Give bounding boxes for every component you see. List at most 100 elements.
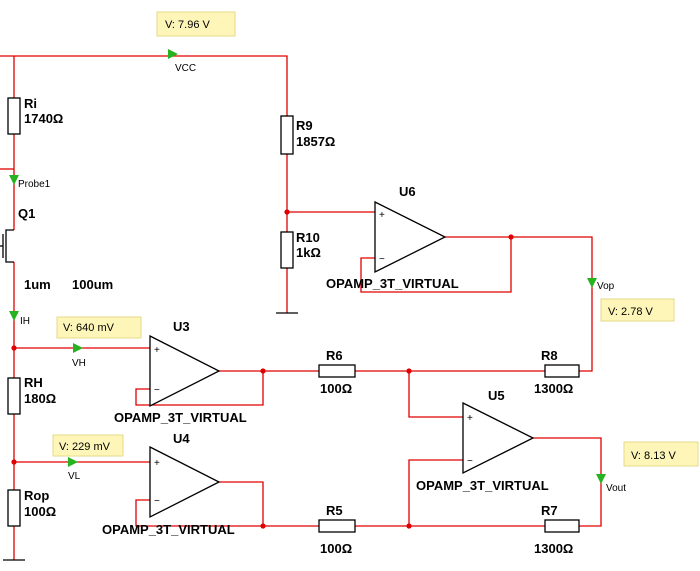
reading-vh: V: 640 mV xyxy=(56,316,142,339)
junction-dot xyxy=(11,459,17,465)
resistor-r10-body xyxy=(280,231,294,269)
reading-vout: V: 8.13 V xyxy=(623,441,699,467)
u4-output-wire xyxy=(219,481,319,527)
probe-probe1-label: Probe1 xyxy=(18,179,51,190)
resistor-r9[interactable]: R9 1857Ω xyxy=(280,115,335,155)
probe-arrow-icon xyxy=(587,278,597,288)
opamp-u5-name: U5 xyxy=(488,388,505,403)
junctions xyxy=(11,209,514,529)
resistor-r10-value: 1kΩ xyxy=(296,245,321,260)
junction-dot xyxy=(284,209,290,215)
probe-probe1[interactable]: Probe1 xyxy=(9,175,51,190)
probe-arrow-icon xyxy=(73,343,83,353)
ground-symbols xyxy=(3,312,298,561)
junction-dot xyxy=(260,368,266,374)
probe-vl-label: VL xyxy=(68,471,81,482)
junction-dot xyxy=(508,234,514,240)
resistor-rh-body xyxy=(7,377,21,415)
opamp-u6-minus-sign: − xyxy=(379,254,385,265)
resistor-r6[interactable]: R6 100Ω xyxy=(318,348,356,396)
resistor-rh[interactable]: RH 180Ω xyxy=(7,375,56,415)
probe-vh-label: VH xyxy=(72,358,86,369)
resistor-rop-name: Rop xyxy=(24,488,49,503)
reading-box xyxy=(156,11,236,37)
reading-box xyxy=(52,434,124,457)
probe-arrow-icon xyxy=(9,311,19,321)
opamp-u6-triangle-icon xyxy=(374,200,447,274)
reading-vcc-text: V: 7.96 V xyxy=(165,19,211,31)
opamp-u3-plus-sign: + xyxy=(154,345,160,356)
probe-vout[interactable]: Vout xyxy=(596,474,626,494)
opamp-u4[interactable]: + − U4 OPAMP_3T_VIRTUAL xyxy=(102,431,235,537)
resistor-r6-value: 100Ω xyxy=(320,381,352,396)
resistor-r9-name: R9 xyxy=(296,118,313,133)
vop-to-r8-wire xyxy=(579,282,593,372)
resistor-r8[interactable]: R8 1300Ω xyxy=(534,348,580,396)
q1-channel-icon xyxy=(5,229,14,263)
probe-ih-label: IH xyxy=(20,316,30,327)
u6-output-wire xyxy=(445,236,593,282)
opamp-u6[interactable]: + − U6 OPAMP_3T_VIRTUAL xyxy=(326,184,459,291)
reading-vop-text: V: 2.78 V xyxy=(608,306,654,318)
reading-vh-text: V: 640 mV xyxy=(63,322,115,334)
resistor-r5[interactable]: R5 100Ω xyxy=(318,503,356,556)
u6-feedback-wire xyxy=(360,237,512,293)
resistor-r8-body xyxy=(544,364,580,378)
resistor-r8-name: R8 xyxy=(541,348,558,363)
probe-ih[interactable]: IH xyxy=(9,311,30,327)
reading-vop: V: 2.78 V xyxy=(600,298,675,322)
junction-dot xyxy=(11,345,17,351)
resistor-r7-value: 1300Ω xyxy=(534,541,573,556)
resistor-ri-value: 1740Ω xyxy=(24,111,63,126)
probe-arrow-icon xyxy=(168,49,178,59)
probe-arrow-icon xyxy=(596,474,606,484)
reading-box xyxy=(623,441,699,467)
opamp-u6-plus-sign: + xyxy=(379,210,385,221)
probe-arrow-icon xyxy=(9,175,19,185)
probe-vout-label: Vout xyxy=(606,483,626,494)
opamp-u4-minus-sign: − xyxy=(154,496,160,507)
reading-vcc: V: 7.96 V xyxy=(156,11,236,37)
opamp-u4-name: U4 xyxy=(173,431,190,446)
opamp-u3-triangle-icon xyxy=(149,334,221,408)
wires xyxy=(0,55,602,560)
opamp-u3-minus-sign: − xyxy=(154,385,160,396)
resistor-r7[interactable]: R7 1300Ω xyxy=(534,503,580,556)
probe-vop[interactable]: Vop xyxy=(587,278,615,292)
resistor-r5-body xyxy=(318,519,356,533)
opamp-u5-model: OPAMP_3T_VIRTUAL xyxy=(416,478,549,493)
reading-box xyxy=(56,316,142,339)
resistor-r8-value: 1300Ω xyxy=(534,381,573,396)
opamp-u3-model: OPAMP_3T_VIRTUAL xyxy=(114,410,247,425)
reading-vout-text: V: 8.13 V xyxy=(631,450,677,462)
resistor-rop[interactable]: Rop 100Ω xyxy=(7,488,56,527)
u5-plus-wire xyxy=(408,371,463,418)
probe-vh[interactable]: VH xyxy=(72,343,86,369)
probe-arrow-icon xyxy=(68,457,78,467)
transistor-q1[interactable]: Q1 1um 100um xyxy=(0,206,113,292)
resistor-ri[interactable]: Ri 1740Ω xyxy=(7,96,63,135)
resistor-r9-body xyxy=(280,115,294,155)
junction-dot xyxy=(406,368,412,374)
resistor-r5-name: R5 xyxy=(326,503,343,518)
opamp-u4-triangle-icon xyxy=(149,445,221,519)
resistor-r10[interactable]: R10 1kΩ xyxy=(280,230,321,269)
resistor-rop-body xyxy=(7,489,21,527)
reading-vl-text: V: 229 mV xyxy=(59,441,111,453)
probe-vl[interactable]: VL xyxy=(68,457,81,482)
opamp-u4-plus-sign: + xyxy=(154,458,160,469)
probe-vop-label: Vop xyxy=(597,281,615,292)
resistor-rh-value: 180Ω xyxy=(24,391,56,406)
opamp-u4-model: OPAMP_3T_VIRTUAL xyxy=(102,522,235,537)
probe-vcc[interactable]: VCC xyxy=(168,49,196,74)
opamp-u6-model: OPAMP_3T_VIRTUAL xyxy=(326,276,459,291)
junction-dot xyxy=(260,523,266,529)
resistor-ri-name: Ri xyxy=(24,96,37,111)
opamp-u3[interactable]: + − U3 OPAMP_3T_VIRTUAL xyxy=(114,319,247,425)
opamp-u5-minus-sign: − xyxy=(467,456,473,467)
resistor-rop-value: 100Ω xyxy=(24,504,56,519)
opamp-u5-triangle-icon xyxy=(462,401,535,475)
opamp-u5[interactable]: + − U5 OPAMP_3T_VIRTUAL xyxy=(416,388,549,493)
opamp-u6-name: U6 xyxy=(399,184,416,199)
